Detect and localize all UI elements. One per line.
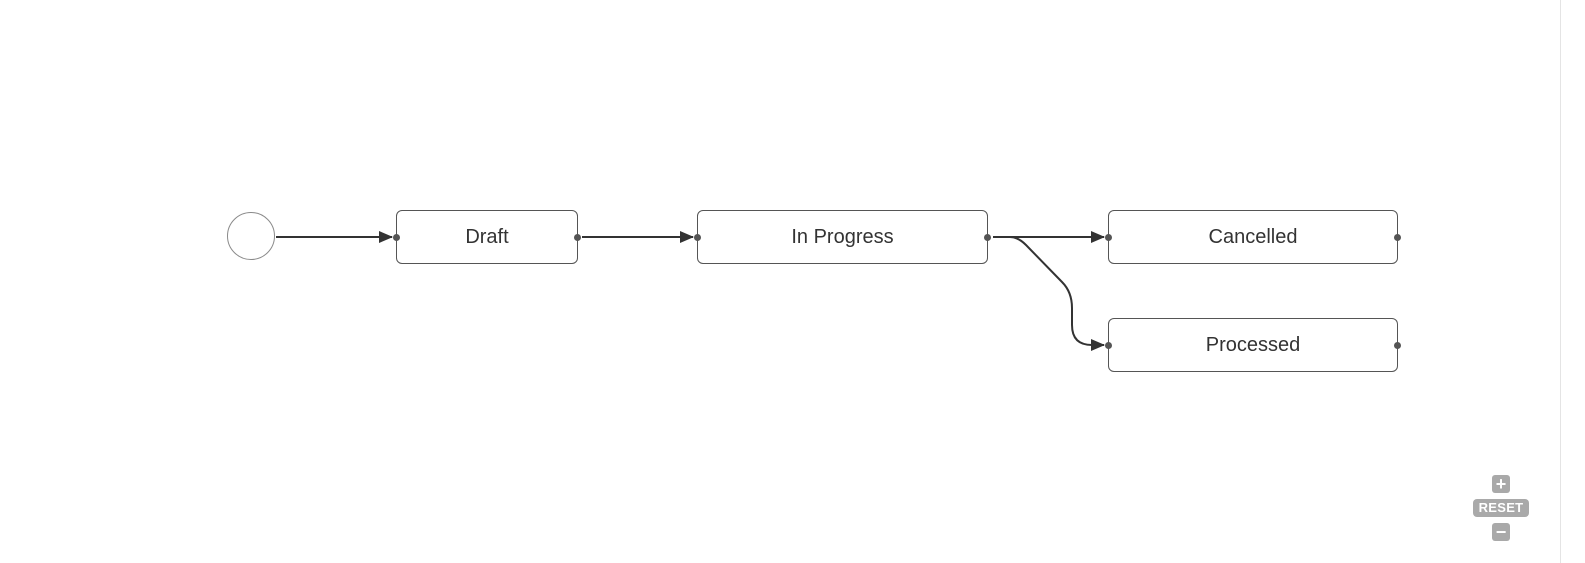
output-port[interactable] xyxy=(1394,234,1401,241)
state-node-cancelled[interactable]: Cancelled xyxy=(1105,210,1401,264)
state-node-processed[interactable]: Processed xyxy=(1105,318,1401,372)
input-port[interactable] xyxy=(1105,234,1112,241)
reset-zoom-button[interactable]: RESET xyxy=(1473,499,1529,517)
state-node-in-progress[interactable]: In Progress xyxy=(694,210,991,264)
output-port[interactable] xyxy=(984,234,991,241)
canvas-right-border xyxy=(1560,0,1561,563)
state-node-draft[interactable]: Draft xyxy=(393,210,581,264)
zoom-in-button[interactable]: + xyxy=(1492,475,1510,493)
state-label: Processed xyxy=(1205,333,1301,356)
input-port[interactable] xyxy=(694,234,701,241)
state-label: Draft xyxy=(465,225,509,248)
state-label: In Progress xyxy=(791,225,894,248)
output-port[interactable] xyxy=(1394,342,1401,349)
input-port[interactable] xyxy=(393,234,400,241)
edge-in-progress-to-processed[interactable] xyxy=(993,236,1105,351)
output-port[interactable] xyxy=(574,234,581,241)
plus-icon: + xyxy=(1495,474,1507,494)
state-label: Cancelled xyxy=(1208,225,1298,248)
input-port[interactable] xyxy=(1105,342,1112,349)
zoom-out-button[interactable]: − xyxy=(1492,523,1510,541)
minus-icon: − xyxy=(1495,522,1507,542)
start-node[interactable] xyxy=(227,212,275,260)
zoom-controls: + RESET − xyxy=(1473,475,1529,541)
